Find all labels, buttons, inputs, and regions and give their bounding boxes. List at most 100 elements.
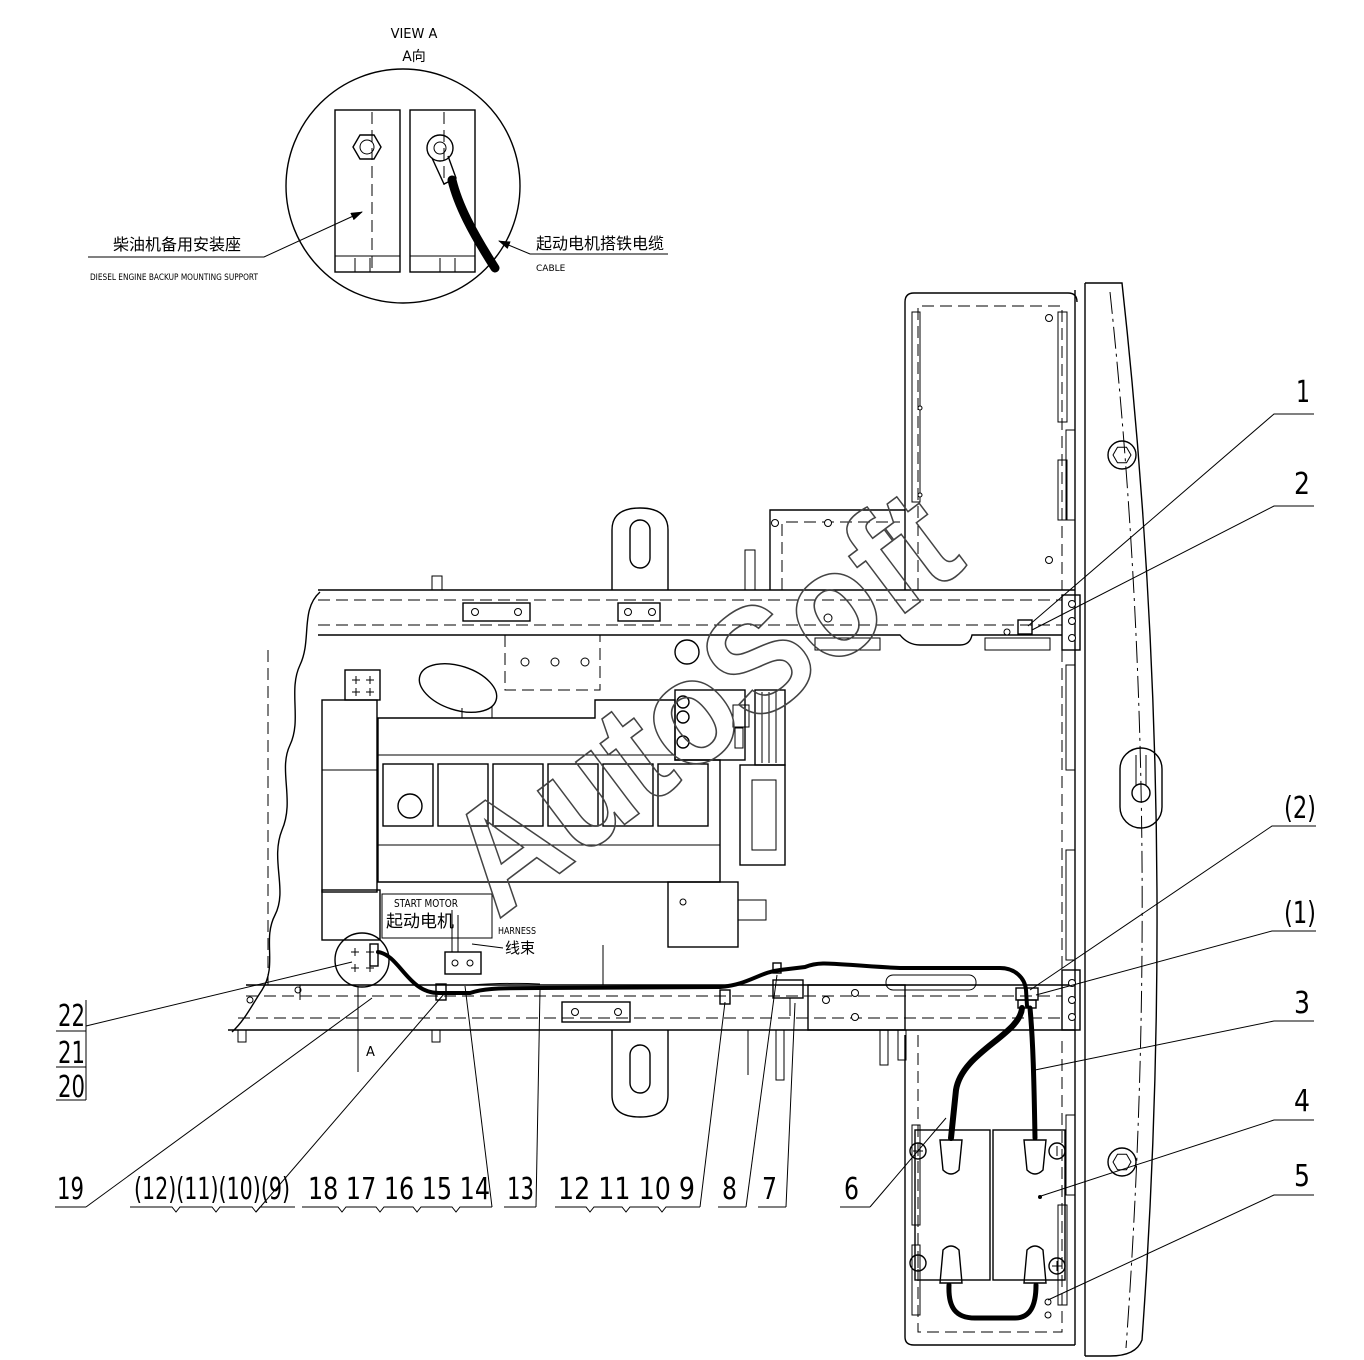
battery-link-cable — [946, 1282, 1039, 1321]
clamp-1 — [1017, 619, 1033, 635]
negative-terminal-icon — [909, 1254, 927, 1272]
chassis-frame — [228, 507, 1081, 1118]
leader-13 — [535, 989, 541, 1208]
upper-cabinet — [744, 292, 1078, 623]
positive-terminal-icon — [1048, 1257, 1066, 1275]
callout-18-14: 18 17 16 15 14 — [308, 1172, 490, 1207]
hex-bolt-icon — [1107, 1147, 1137, 1177]
watermark: AutoSoft — [416, 456, 988, 945]
crank-pulley — [754, 689, 786, 766]
callout-20: 20 — [58, 1070, 85, 1105]
callout-5: 5 — [1294, 1159, 1310, 1194]
cable-mount-plate — [409, 109, 500, 273]
callout-1-ref: (1) — [1284, 896, 1316, 931]
harness-clip — [719, 989, 731, 1005]
cable-leader — [498, 240, 668, 255]
battery-right — [992, 1129, 1066, 1281]
terminal-boot — [1023, 1245, 1047, 1284]
start-motor-label-en: START MOTOR — [394, 897, 458, 910]
fuel-pump — [674, 689, 746, 761]
bottom-callouts: 19 (12)(11)(10)(9) 18 17 16 15 14 13 12 … — [55, 974, 947, 1213]
wiring-harness — [376, 950, 1039, 1016]
callout-3: 3 — [1294, 986, 1310, 1021]
start-motor-label-cn: 起动电机 — [386, 912, 454, 932]
leader-3 — [1034, 1020, 1314, 1071]
starter-housing — [321, 889, 381, 941]
ground-cable — [447, 175, 500, 273]
callout-12-9-ref: (12)(11)(10)(9) — [134, 1172, 290, 1207]
right-side-plate — [1061, 282, 1163, 1357]
leader-8 — [745, 974, 778, 1208]
cylinder-head-covers — [382, 763, 709, 827]
hex-bolt-icon — [1107, 440, 1137, 470]
bracket-18-14 — [302, 1206, 492, 1213]
flywheel-housing — [739, 764, 786, 866]
leader-5 — [1047, 1194, 1314, 1301]
harness-label-leader — [471, 943, 504, 949]
harness-clip — [772, 962, 782, 974]
callout-12-9: 12 11 10 9 — [558, 1172, 695, 1207]
leader-4 — [1040, 1119, 1314, 1197]
grommet-2 — [1017, 999, 1037, 1009]
intake-pipe — [418, 662, 498, 714]
negative-terminal-icon — [1048, 1142, 1066, 1160]
terminal-boot — [1023, 1139, 1047, 1175]
terminal-boot — [939, 1139, 963, 1175]
callout-19: 19 — [57, 1172, 84, 1207]
section-a-label: A — [366, 1045, 375, 1060]
leader-6 — [869, 1117, 947, 1208]
callout-4: 4 — [1294, 1084, 1310, 1119]
right-callouts: 1 2 (2) (1) 3 4 5 — [1027, 375, 1316, 1301]
callout-13: 13 — [507, 1172, 534, 1207]
starter-terminal-block — [444, 910, 482, 975]
leader-7 — [785, 1002, 796, 1208]
start-motor-box — [381, 893, 493, 939]
bracket-12-9 — [555, 1206, 700, 1213]
callout-6: 6 — [844, 1172, 859, 1207]
leader-12-9 — [699, 1001, 726, 1208]
leader-1 — [1027, 413, 1314, 627]
top-crossbeam — [318, 575, 1081, 691]
leader-19 — [85, 997, 373, 1208]
leader-22 — [85, 961, 353, 1027]
battery-cable-negative — [1027, 1005, 1038, 1141]
view-a-title-cn: A向 — [402, 49, 426, 65]
diesel-engine: START MOTOR 起动电机 HARNESS 线束 — [321, 639, 786, 975]
battery-cable-positive — [948, 1005, 1025, 1141]
harness-clip — [435, 983, 447, 1001]
bottom-crossbeam — [228, 945, 1081, 1081]
callout-1: 1 — [1296, 375, 1310, 410]
mount-leader — [88, 211, 363, 258]
callout-2-ref: (2) — [1284, 791, 1316, 826]
harness-label-cn: 线束 — [505, 939, 535, 957]
view-a-detail: VIEW A A向 柴油机备用安装座 — [88, 27, 668, 304]
view-a-title: VIEW A — [391, 27, 438, 42]
side-lifting-eye — [1119, 747, 1163, 829]
callout-2: 2 — [1294, 467, 1310, 502]
leader-18-14 — [464, 985, 493, 1208]
callout-8: 8 — [722, 1172, 737, 1207]
leader-12-9-ref — [255, 993, 445, 1213]
battery-box — [904, 1005, 1075, 1346]
cable-label-cn: 起动电机搭铁电缆 — [536, 234, 664, 253]
oil-filler-cap — [397, 793, 423, 819]
terminal-boot — [939, 1245, 963, 1284]
backup-mount-plate — [334, 109, 401, 273]
bracket-12-9-ref — [130, 1206, 295, 1213]
frame-break-line — [231, 591, 321, 1033]
left-callouts: 22 21 20 — [56, 961, 353, 1105]
top-lifting-lug — [611, 507, 669, 590]
harness-connector — [772, 979, 804, 999]
leader-2-ref — [1029, 825, 1316, 991]
engine-mount-bracket — [344, 669, 381, 701]
rear-accessory — [321, 699, 378, 893]
callout-22: 22 — [58, 999, 85, 1034]
leader-1-ref — [1035, 930, 1316, 996]
hex-nut-icon — [352, 134, 382, 160]
mount-label-cn: 柴油机备用安装座 — [113, 235, 241, 254]
callout-7: 7 — [762, 1172, 777, 1207]
bottom-lifting-lug — [611, 1030, 669, 1118]
cable-label-en: CABLE — [536, 264, 566, 274]
harness-label-en: HARNESS — [498, 926, 536, 937]
